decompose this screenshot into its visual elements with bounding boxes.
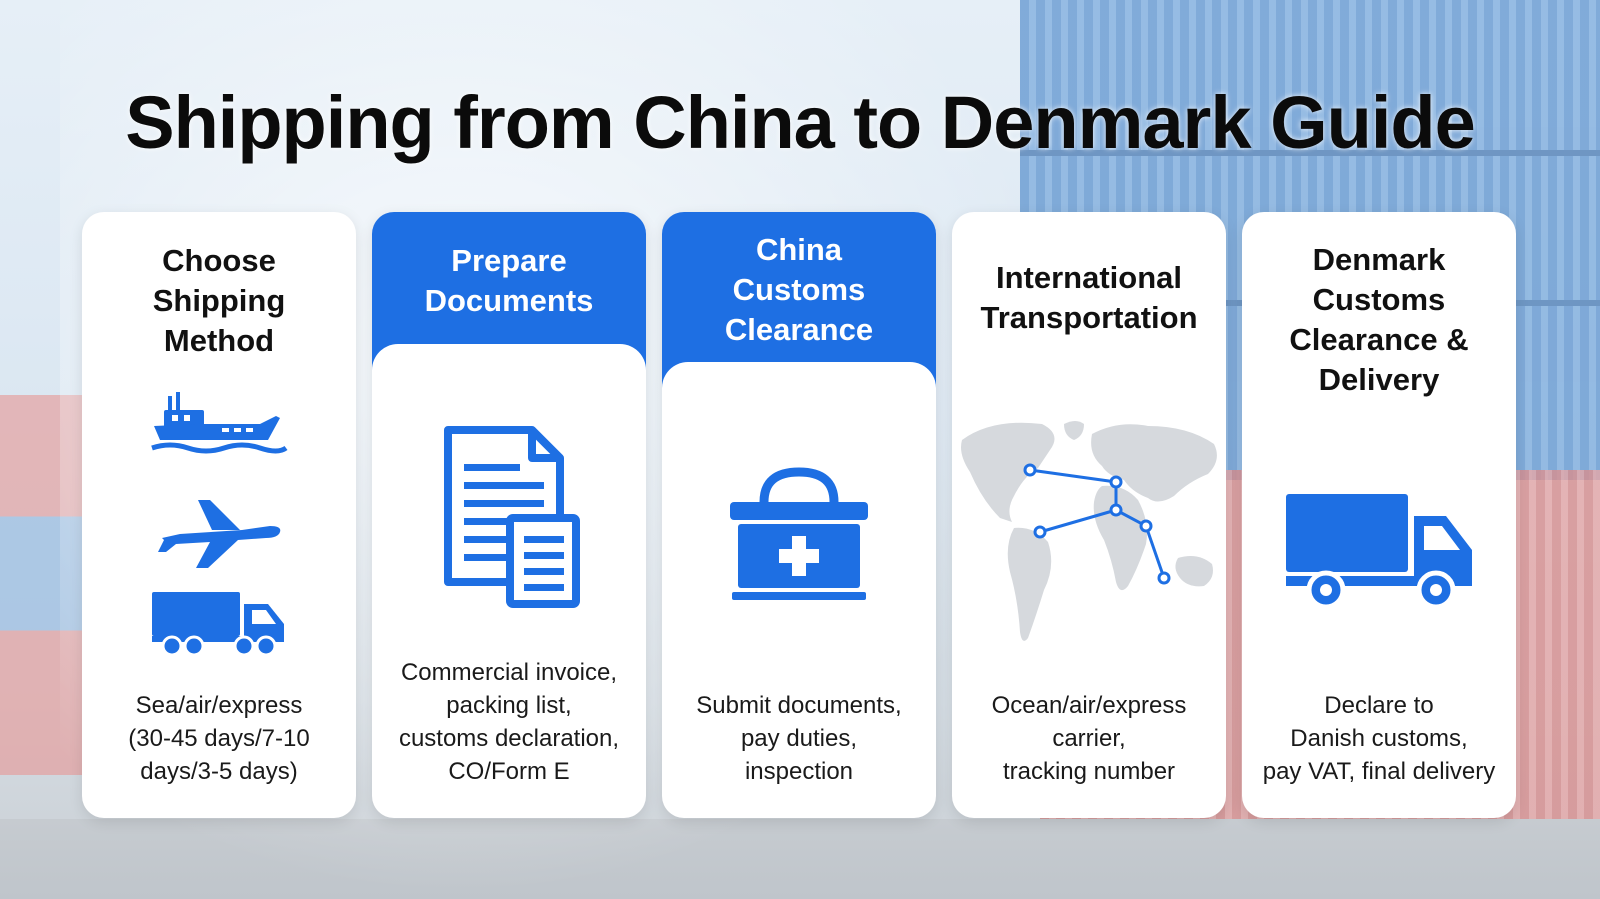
card-title: Choose Shipping Method — [152, 243, 286, 358]
card-header: Choose Shipping Method — [82, 240, 356, 362]
step-card-denmark-delivery: Denmark Customs Clearance & Delivery Dec… — [1242, 212, 1516, 818]
documents-icon — [444, 426, 580, 608]
card-header: International Transportation — [952, 256, 1226, 340]
card-header: Denmark Customs Clearance & Delivery — [1242, 240, 1516, 400]
card-title: International Transportation — [980, 260, 1198, 335]
card-description: Sea/air/express (30-45 days/7-10 days/3-… — [128, 692, 310, 785]
card-description: Submit documents, pay duties, inspection — [696, 692, 902, 785]
card-description: Ocean/air/express carrier, tracking numb… — [991, 692, 1187, 785]
medical-kit-icon — [728, 466, 870, 606]
page-title: Shipping from China to Denmark Guide — [125, 81, 1476, 164]
ship-icon — [150, 388, 288, 468]
card-header: China Customs Clearance — [662, 212, 936, 414]
truck-icon — [152, 590, 288, 656]
step-card-china-customs: China Customs Clearance Submit documents… — [662, 212, 936, 818]
airplane-icon — [154, 490, 284, 570]
world-map-icon — [952, 410, 1226, 654]
card-header: Prepare Documents — [372, 212, 646, 396]
step-card-international-transport: International Transportation — [952, 212, 1226, 818]
step-card-shipping-method: Choose Shipping Method — [82, 212, 356, 818]
step-card-prepare-documents: Prepare Documents — [372, 212, 646, 818]
card-title: Prepare Documents — [424, 243, 594, 318]
card-title: China Customs Clearance — [724, 232, 874, 347]
card-description: Declare to Danish customs, pay VAT, fina… — [1262, 692, 1496, 785]
card-description: Commercial invoice, packing list, custom… — [398, 659, 620, 785]
steps-row: Choose Shipping Method — [82, 212, 1516, 818]
card-title: Denmark Customs Clearance & Delivery — [1289, 242, 1469, 397]
delivery-truck-icon — [1286, 494, 1474, 612]
